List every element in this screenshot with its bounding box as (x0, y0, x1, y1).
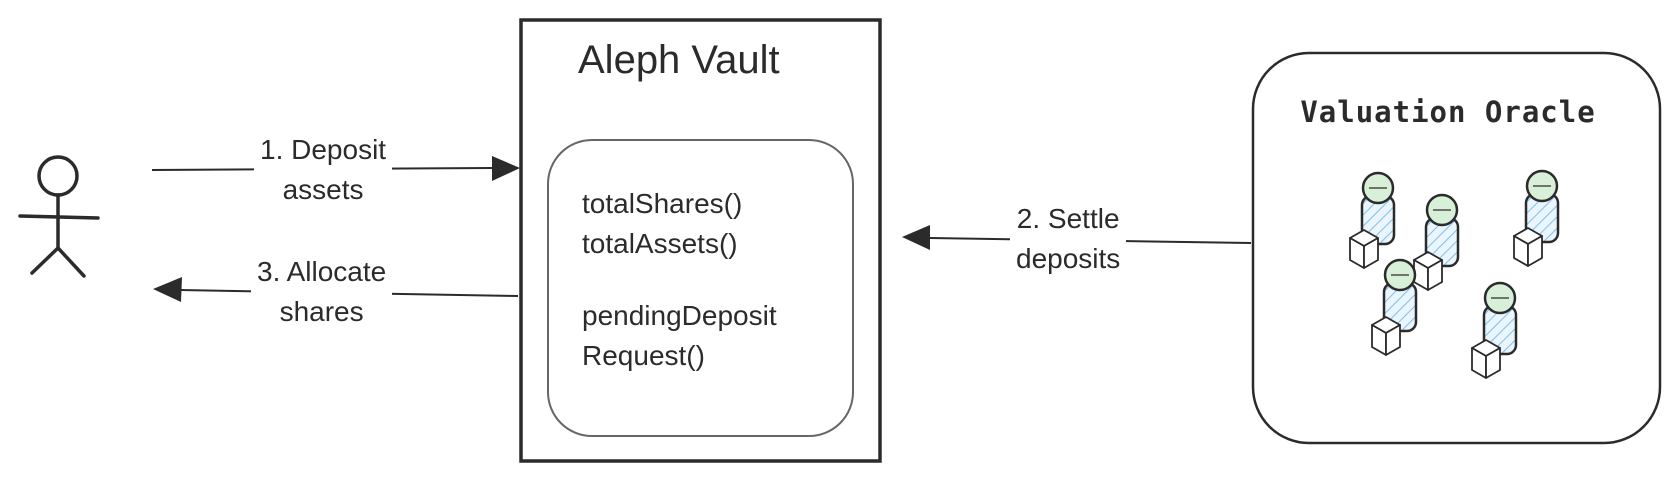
method-pending-deposit-request-line1: pendingDeposit (582, 300, 777, 331)
deposit-label-line2: assets (282, 174, 364, 205)
oracle-box (1251, 51, 1662, 445)
settle-arrow-label: 2. Settle deposits (1010, 199, 1127, 279)
allocate-arrow-label: 3. Allocate shares (251, 252, 393, 332)
allocate-label-line1: 3. Allocate (257, 256, 387, 287)
vault-methods-panel (547, 139, 854, 437)
deposit-arrow-label: 1. Deposit assets (254, 130, 393, 210)
deposit-label-line1: 1. Deposit (260, 134, 387, 165)
method-pending-deposit-request-line2: Request() (582, 340, 705, 371)
stick-figure-user-icon (18, 155, 100, 278)
vault-methods-list: totalShares() totalAssets() pendingDepos… (582, 184, 777, 376)
allocate-label-line2: shares (279, 296, 364, 327)
method-total-shares: totalShares() (582, 188, 743, 219)
vault-title: Aleph Vault (578, 38, 780, 82)
group-of-validators-icon (1348, 169, 1560, 380)
oracle-title: Valuation Oracle (1300, 95, 1596, 129)
settle-label-line2: deposits (1016, 243, 1121, 274)
method-total-assets: totalAssets() (582, 228, 738, 259)
vault-box (519, 18, 882, 463)
settle-label-line1: 2. Settle (1016, 203, 1120, 234)
